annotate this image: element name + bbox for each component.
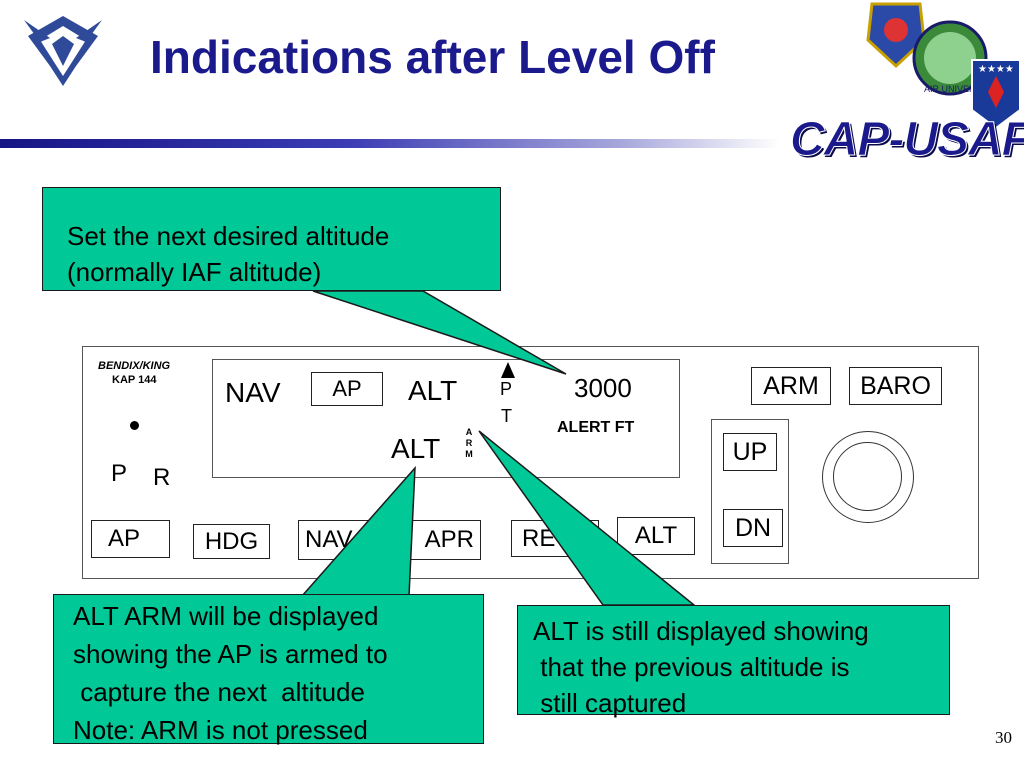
callout-left-line4: Note: ARM is not pressed [73,715,368,745]
arm-letter-m: M [465,449,473,459]
arm-vertical-label: A R M [463,427,475,460]
callout-right-line1: ALT is still displayed showing [533,616,869,646]
arm-letter-a: A [465,427,473,437]
up-button-label: UP [732,437,768,466]
callout-top-line1: Set the next desired altitude [67,221,390,251]
alt-button-label: ALT [634,522,678,549]
svg-text:★★★★: ★★★★ [978,64,1014,75]
callout-alt-arm: ALT ARM will be displayed showing the AP… [53,594,484,745]
dn-button[interactable]: DN [723,509,783,547]
alt-button[interactable]: ALT [617,517,695,555]
display-pt-p: P [500,379,513,399]
pr-label-r: R [153,464,171,491]
arm-letter-r: R [465,438,473,448]
callout-right-line2: that the previous altitude is [533,652,850,682]
arm-button[interactable]: ARM [751,367,831,405]
altitude-value: 3000 [574,373,632,403]
knob-inner-ring [833,442,902,511]
right-callout-pointer [478,430,697,606]
trim-up-arrow-icon [500,361,516,384]
annunciator-display [212,359,680,478]
arm-button-label: ARM [763,371,819,400]
seal-text: AIR UNIVERS [924,84,982,94]
panel-brand-line2: KAP 144 [112,374,157,386]
cap-usaf-logo: CAP-USAF [790,113,1024,167]
up-button[interactable]: UP [723,433,777,471]
display-nav: NAV [225,377,281,408]
panel-brand-line1: BENDIX/KING [98,360,171,372]
callout-left-line3: capture the next altitude [73,677,365,707]
callout-top-line2: (normally IAF altitude) [67,257,322,287]
display-pt-t: T [501,406,512,426]
dn-button-label: DN [734,513,772,542]
ap-button[interactable]: AP [91,520,170,558]
callout-left-line2: showing the AP is armed to [73,639,388,669]
apr-button-label: APR [424,526,474,553]
command-seals: AIR UNIVERS ★★★★ [862,0,1022,132]
pr-label-p: P [111,460,128,487]
display-ap-label: AP [332,376,362,401]
apr-button[interactable]: APR [402,520,481,560]
slide-title: Indications after Level Off [150,31,715,83]
display-alt-bottom: ALT [391,433,441,464]
hdg-button[interactable]: HDG [193,524,270,559]
display-alt-top: ALT [408,375,458,406]
usaf-wings-logo [20,8,106,90]
ap-button-label: AP [108,525,141,552]
left-callout-pointer [300,465,416,597]
callout-alt-captured: ALT is still displayed showing that the … [517,605,950,718]
display-ap-box: AP [311,372,383,406]
status-dot [130,421,139,430]
title-divider [0,139,780,148]
altitude-select-knob[interactable] [822,431,914,523]
hdg-button-label: HDG [204,527,259,555]
nav-button[interactable]: NAV [298,520,377,560]
up-dn-frame [711,419,789,564]
callout-right-line3: still captured [533,688,687,718]
callout-left-line1: ALT ARM will be displayed [73,601,379,631]
callout-set-altitude: Set the next desired altitude (normally … [42,187,501,291]
top-callout-pointer [312,290,567,375]
alert-ft-label: ALERT FT [557,419,635,436]
page-number: 30 [995,728,1012,747]
baro-button-label: BARO [860,371,931,400]
baro-button[interactable]: BARO [849,367,942,405]
